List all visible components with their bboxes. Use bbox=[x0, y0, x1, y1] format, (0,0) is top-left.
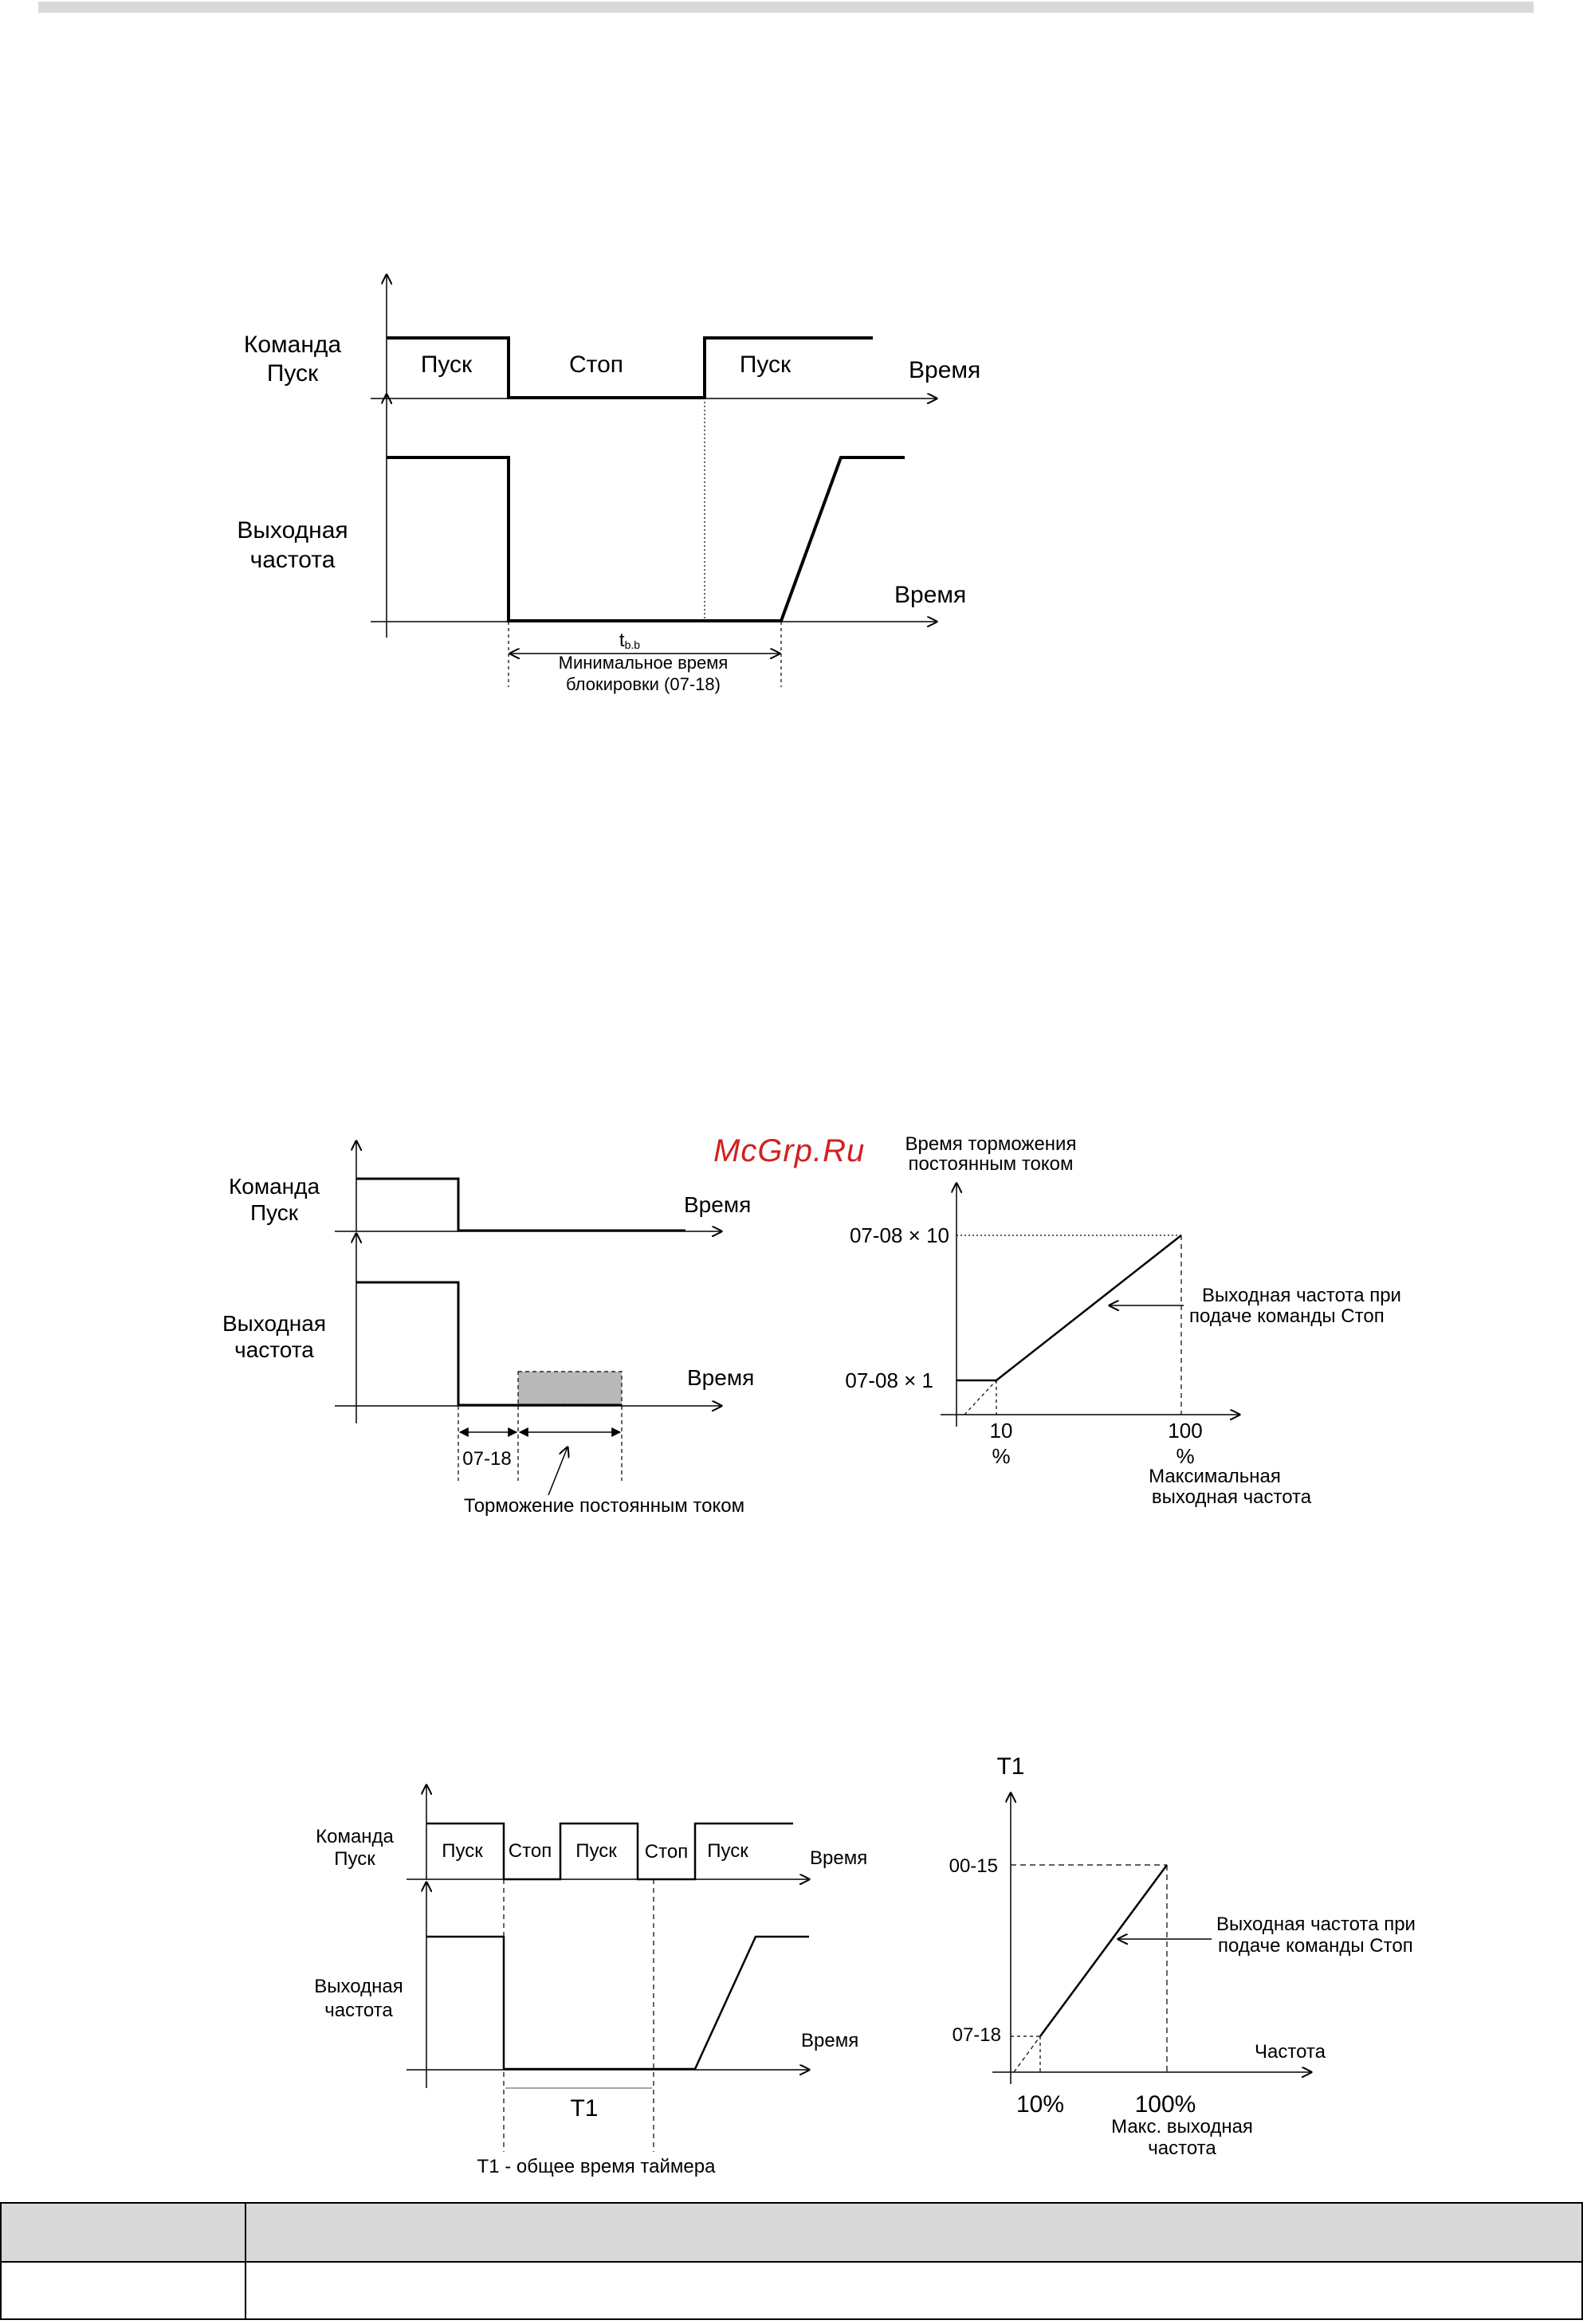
table-header-cell bbox=[0, 2202, 246, 2263]
d3-freq-label-1: Выходная bbox=[314, 1976, 403, 1997]
diagram-3-timer-timing: Команда Пуск Пуск Стоп Пуск Стоп Пуск Вр… bbox=[314, 1785, 867, 2177]
d1-min-time-line-1: Минимальное время bbox=[559, 653, 729, 673]
g3-annotation-2: подаче команды Стоп bbox=[1218, 1935, 1413, 1957]
g2-characteristic-line bbox=[956, 1235, 1182, 1382]
d3-seg-stop-2: Стоп bbox=[645, 1841, 688, 1863]
d3-seg-run-3: Пуск bbox=[707, 1840, 748, 1862]
table-cell bbox=[0, 2261, 246, 2320]
d1-freq-label-1: Выходная bbox=[237, 517, 348, 544]
d3-freq-label-2: частота bbox=[324, 2000, 393, 2021]
d1-freq-label-2: частота bbox=[250, 547, 336, 573]
d2-time-label-1: Время bbox=[684, 1192, 751, 1217]
d3-t1-caption: T1 - общее время таймера bbox=[477, 2156, 717, 2177]
g3-y-tick-low: 07-18 bbox=[953, 2024, 1001, 2046]
g2-annotation-2: подаче команды Стоп bbox=[1189, 1305, 1385, 1327]
table-header-row bbox=[0, 2202, 1583, 2263]
diagram-2-dc-braking-timing: Команда Пуск Время Выходная частота Врем… bbox=[222, 1141, 754, 1517]
g2-y-title-2: постоянным током bbox=[908, 1153, 1073, 1175]
g2-guide-diag-low bbox=[964, 1380, 997, 1415]
d1-cmd-label-2: Пуск bbox=[267, 360, 319, 387]
graph-3-t1-vs-frequency: T1 00-15 07-18 Частота 10% 100% Макс. вы… bbox=[949, 1753, 1416, 2159]
g3-y-tick-high: 00-15 bbox=[949, 1855, 998, 1877]
g3-x-caption-2: частота bbox=[1148, 2138, 1216, 2159]
d1-time-label-2: Время bbox=[894, 582, 966, 608]
parameter-table bbox=[0, 2202, 1583, 2320]
d3-seg-stop-1: Стоп bbox=[509, 1840, 552, 1862]
diagram-1-baseblock-timing: Команда Пуск Пуск Стоп Пуск Время Выходн… bbox=[237, 275, 980, 694]
g3-x-tick-low: 10% bbox=[1016, 2091, 1064, 2118]
watermark: McGrp.Ru bbox=[713, 1133, 866, 1168]
d1-freq-signal bbox=[387, 456, 905, 622]
g3-characteristic-line bbox=[1039, 1864, 1169, 2037]
table-header-cell bbox=[245, 2202, 1583, 2263]
g3-x-title: Частота bbox=[1255, 2041, 1326, 2063]
g2-x-title-1: Максимальная bbox=[1149, 1466, 1281, 1487]
graph-2-dc-brake-time: Время торможения постоянным током 07-08 … bbox=[845, 1133, 1401, 1508]
g2-x-title-2: выходная частота bbox=[1152, 1486, 1312, 1508]
d3-seg-run-1: Пуск bbox=[442, 1840, 483, 1862]
g3-y-title: T1 bbox=[996, 1753, 1024, 1780]
d2-dc-brake-region bbox=[517, 1371, 623, 1407]
g3-x-tick-high: 100% bbox=[1135, 2091, 1196, 2118]
g2-x-tick-low-2: % bbox=[992, 1444, 1010, 1468]
header-bar bbox=[38, 2, 1534, 13]
d2-cmd-label-2: Пуск bbox=[250, 1200, 299, 1225]
g3-characteristic-ext bbox=[1013, 2035, 1041, 2073]
d2-cmd-signal bbox=[356, 1177, 685, 1232]
d3-cmd-label-2: Пуск bbox=[334, 1848, 375, 1870]
d3-time-label-1: Время bbox=[810, 1847, 867, 1869]
d2-freq-label-2: частота bbox=[234, 1337, 314, 1362]
d3-cmd-signal bbox=[426, 1822, 793, 1881]
d1-seg-stop: Стоп bbox=[569, 351, 623, 378]
d1-tbb-label: tb.b bbox=[619, 630, 640, 651]
g3-x-caption-1: Макс. выходная bbox=[1111, 2116, 1253, 2138]
g2-annotation-1: Выходная частота при bbox=[1202, 1285, 1401, 1306]
d3-t1-label: T1 bbox=[570, 2095, 598, 2122]
d1-seg-run-2: Пуск bbox=[740, 351, 792, 378]
d3-time-label-2: Время bbox=[801, 2030, 858, 2051]
d1-cmd-signal bbox=[387, 336, 873, 399]
d2-brake-pointer bbox=[548, 1447, 568, 1496]
d2-freq-signal bbox=[356, 1281, 518, 1407]
d2-freq-label-1: Выходная bbox=[222, 1311, 326, 1336]
d2-time-label-2: Время bbox=[687, 1365, 754, 1390]
g2-y-tick-high: 07-08 × 10 bbox=[850, 1223, 949, 1247]
d3-seg-run-2: Пуск bbox=[575, 1840, 617, 1862]
d3-cmd-label-1: Команда bbox=[316, 1826, 394, 1847]
table-row bbox=[0, 2261, 1583, 2320]
d2-dim-label: 07-18 bbox=[462, 1448, 511, 1470]
g2-x-tick-high-1: 100 bbox=[1168, 1419, 1202, 1443]
g2-y-title-1: Время торможения bbox=[905, 1133, 1077, 1155]
d3-freq-signal bbox=[426, 1935, 809, 2071]
d1-cmd-label-1: Команда bbox=[244, 332, 342, 358]
g2-y-tick-low: 07-08 × 1 bbox=[845, 1368, 933, 1392]
d1-seg-run-1: Пуск bbox=[421, 351, 473, 378]
d1-time-label-1: Время bbox=[909, 357, 980, 383]
d2-dc-brake-label: Торможение постоянным током bbox=[464, 1495, 744, 1517]
g2-x-tick-low-1: 10 bbox=[990, 1419, 1013, 1443]
g3-annotation-1: Выходная частота при bbox=[1216, 1914, 1416, 1935]
g2-x-tick-high-2: % bbox=[1176, 1444, 1194, 1468]
d2-cmd-label-1: Команда bbox=[229, 1174, 320, 1199]
table-cell bbox=[245, 2261, 1583, 2320]
d1-min-time-line-2: блокировки (07-18) bbox=[566, 674, 721, 694]
